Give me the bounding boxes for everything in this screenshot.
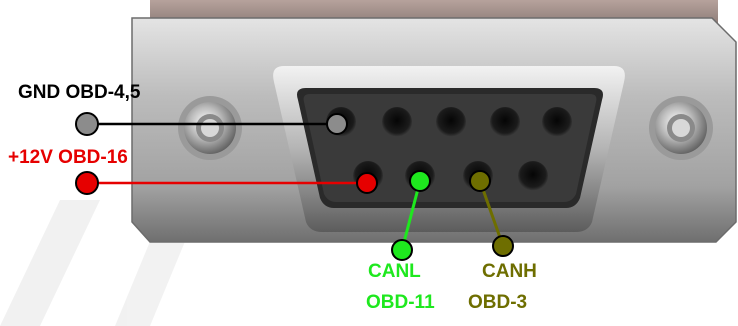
- canh-pin-dot: [469, 170, 491, 192]
- pin-hole: [542, 107, 572, 137]
- power-endpoint-dot: [75, 171, 99, 195]
- pin-hole: [490, 107, 520, 137]
- pin-hole: [518, 161, 548, 191]
- canl-pin-label: OBD-11: [366, 292, 435, 313]
- connector-face: [273, 66, 625, 232]
- canl-label: CANL: [368, 261, 421, 282]
- canl-endpoint-dot: [391, 239, 413, 261]
- left-screw-icon: [178, 96, 242, 160]
- pin-hole: [382, 107, 412, 137]
- canh-wire: [478, 180, 505, 247]
- gnd-pin-dot: [326, 113, 348, 135]
- power-callout: [75, 171, 378, 195]
- pin-hole: [436, 107, 466, 137]
- canh-label: CANH: [482, 261, 537, 282]
- right-screw-icon: [649, 96, 713, 160]
- canl-pin-dot: [409, 170, 431, 192]
- power-pin-dot: [356, 172, 378, 194]
- power-label: +12V OBD-16: [8, 147, 128, 168]
- canl-wire: [400, 180, 422, 251]
- canh-endpoint-dot: [492, 235, 514, 257]
- gnd-callout: [75, 112, 348, 136]
- canh-callout: [469, 170, 514, 257]
- gnd-endpoint-dot: [75, 112, 99, 136]
- canh-pin-label: OBD-3: [468, 292, 528, 313]
- canl-callout: [391, 170, 431, 261]
- gnd-label: GND OBD-4,5: [18, 82, 141, 103]
